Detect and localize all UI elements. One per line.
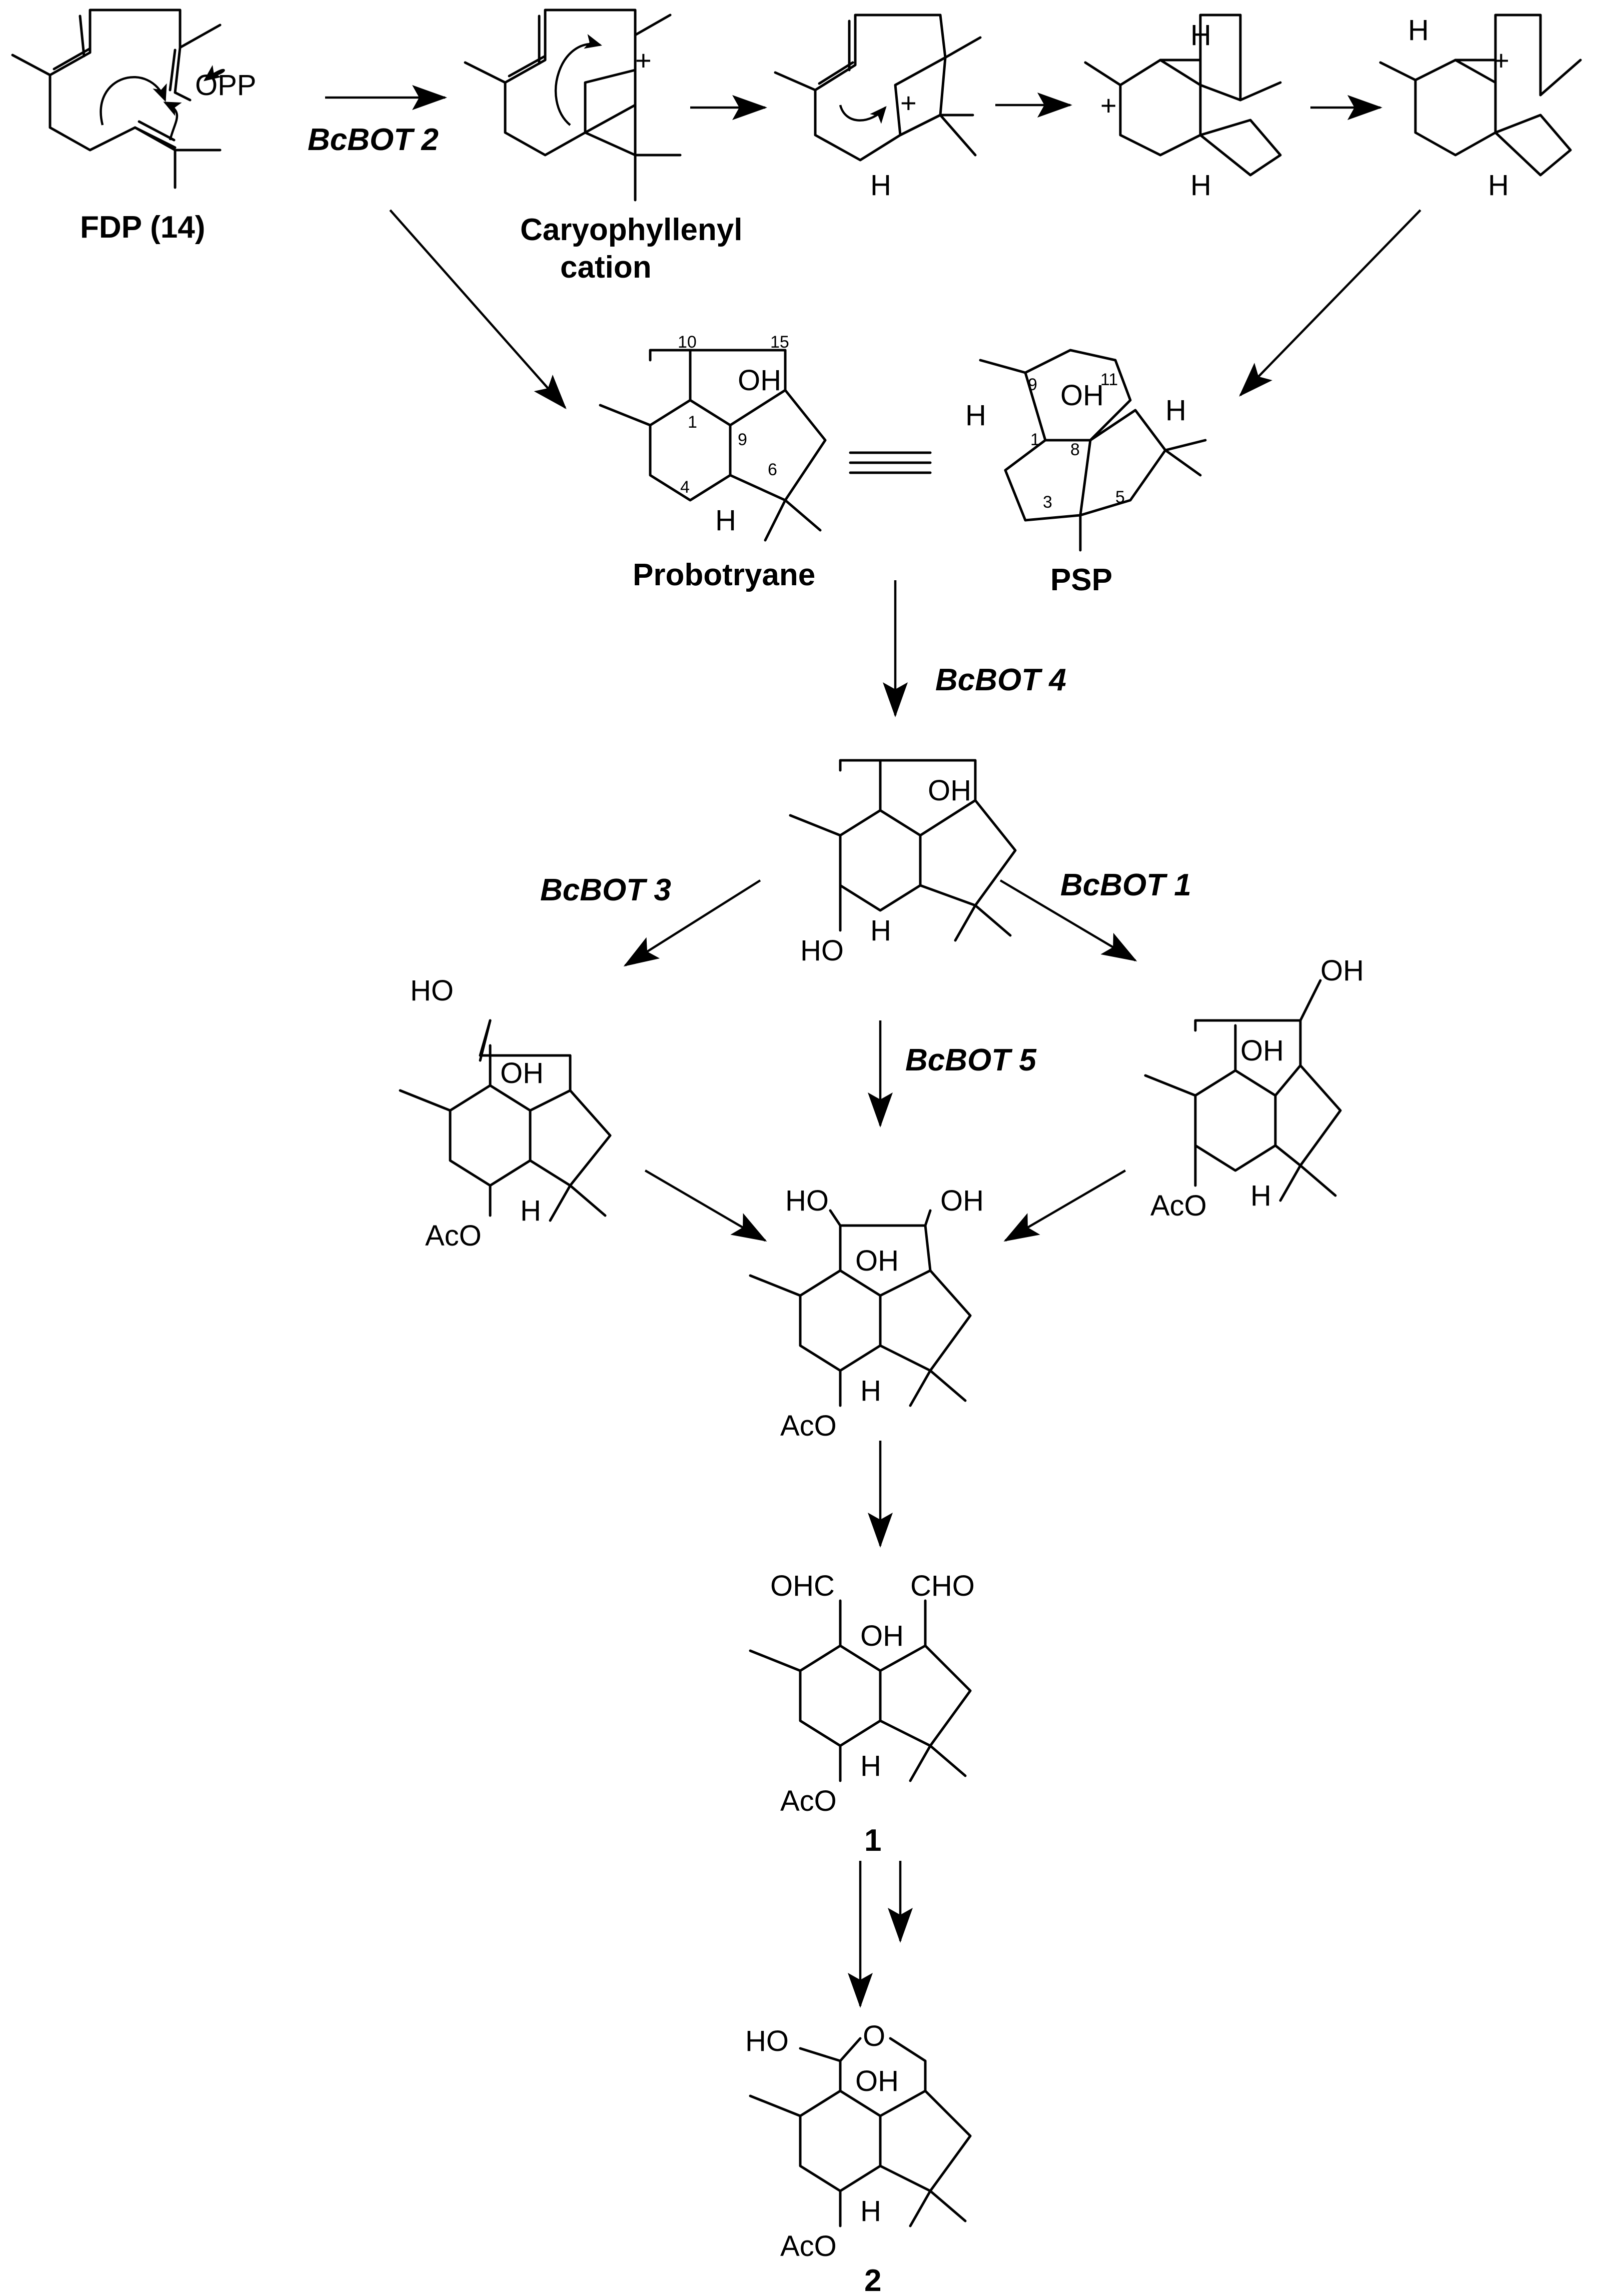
arrow-fdp-to-probotryane	[389, 209, 567, 409]
caryophyllenyl-charge: +	[635, 45, 652, 76]
bot3-h: H	[520, 1195, 541, 1227]
bot3-ho: HO	[410, 974, 454, 1007]
arrow-bot1-to-bot5	[1003, 1170, 1126, 1242]
psp-h-left: H	[965, 399, 986, 432]
bot5-aco: AcO	[780, 1410, 837, 1442]
caryophyllenyl-label-2: cation	[560, 250, 652, 285]
psp-oh: OH	[1060, 379, 1104, 412]
cation5-h-top: H	[1408, 14, 1429, 47]
molecule-caryophyllenyl-cation: + Caryophyllenyl cation	[464, 9, 742, 285]
molecule-bcbot1-product: OH OH AcO H	[1144, 954, 1364, 1222]
bot1-oh-top: OH	[1320, 954, 1364, 987]
molecule-compound1: OHC CHO OH AcO H 1	[749, 1570, 975, 1858]
arrow-to-bot3-product	[623, 879, 761, 967]
probotryane-h: H	[715, 504, 736, 537]
bot3-aco: AcO	[425, 1220, 482, 1252]
psp-label: PSP	[1050, 563, 1112, 597]
compound2-aco: AcO	[780, 2230, 837, 2262]
compound1-cho: CHO	[910, 1570, 975, 1602]
enzyme-bcbot4: BcBOT 4	[935, 663, 1066, 697]
molecule-compound2: HO O OH AcO H 2	[745, 2020, 972, 2296]
compound1-aco: AcO	[780, 1785, 837, 1817]
cation3-h: H	[870, 169, 891, 202]
cation5-h-bottom: H	[1488, 169, 1509, 202]
enzyme-bcbot3: BcBOT 3	[540, 873, 671, 907]
caryophyllenyl-label-1: Caryophyllenyl	[520, 213, 742, 247]
bot5-ho: HO	[785, 1185, 829, 1217]
enzyme-bcbot1: BcBOT 1	[1060, 868, 1191, 902]
probotryane-num-9: 9	[738, 430, 747, 449]
probotryane-label: Probotryane	[633, 558, 815, 592]
compound1-ohc: OHC	[770, 1570, 835, 1602]
probotryane-num-10: 10	[678, 333, 697, 352]
cation3-charge: +	[900, 87, 917, 119]
compound1-h: H	[860, 1750, 881, 1782]
psp-num-11: 11	[1100, 370, 1118, 389]
molecule-psp: OH H H 9 11 1 8 3 5 PSP	[965, 349, 1207, 597]
psp-num-3: 3	[1043, 493, 1052, 512]
bot1-oh: OH	[1240, 1034, 1284, 1067]
molecule-cation5: + H H	[1379, 14, 1582, 202]
fdp-label: FDP (14)	[80, 210, 205, 245]
triple-bar-icon	[849, 451, 932, 474]
bot3-oh: OH	[500, 1057, 544, 1089]
psp-num-9: 9	[1028, 375, 1037, 394]
psp-h-right: H	[1165, 394, 1186, 427]
compound1-oh: OH	[860, 1620, 904, 1652]
probotryane-num-6: 6	[768, 460, 777, 479]
bot4-oh: OH	[928, 774, 971, 807]
opp-label: OPP	[195, 69, 257, 102]
cation4-h-bottom: H	[1190, 169, 1211, 202]
cation5-charge: +	[1493, 45, 1509, 76]
enzyme-bcbot5: BcBOT 5	[905, 1043, 1037, 1077]
cation4-charge: +	[1100, 90, 1117, 121]
molecule-probotryane: OH H 10 15 1 9 4 6 Probotryane	[599, 333, 827, 592]
probotryane-num-1: 1	[688, 413, 697, 432]
compound2-label: 2	[864, 2263, 881, 2296]
compound2-ho: HO	[745, 2025, 789, 2057]
probotryane-oh: OH	[738, 364, 781, 397]
psp-num-5: 5	[1115, 488, 1125, 507]
compound2-o: O	[863, 2020, 885, 2052]
bot5-h: H	[860, 1375, 881, 1407]
compound2-h: H	[860, 2195, 881, 2227]
probotryane-num-4: 4	[680, 478, 690, 497]
bot5-oh: OH	[855, 1245, 899, 1277]
arrow-cation5-to-psp	[1239, 209, 1421, 397]
arrow-bot3-to-bot5	[644, 1170, 767, 1242]
psp-num-8: 8	[1070, 440, 1080, 459]
arrow-to-bot1-product	[999, 879, 1137, 962]
enzyme-bcbot2: BcBOT 2	[308, 123, 439, 157]
molecule-bcbot4-product: OH HO H	[789, 759, 1017, 967]
cation4-h-top: H	[1190, 19, 1211, 52]
compound2-oh: OH	[855, 2065, 899, 2097]
bot5-oh-right: OH	[940, 1185, 984, 1217]
molecule-fdp: OPP FDP (14)	[11, 9, 257, 245]
bot4-ho: HO	[800, 934, 844, 967]
molecule-cation4: + H H	[1084, 14, 1282, 202]
psp-num-1: 1	[1030, 430, 1040, 449]
bot4-h: H	[870, 914, 891, 947]
bot1-aco: AcO	[1150, 1190, 1207, 1222]
bot1-h: H	[1250, 1180, 1271, 1212]
molecule-bcbot5-product: HO OH OH AcO H	[749, 1185, 984, 1442]
molecule-bcbot3-product: HO OH AcO H	[399, 974, 612, 1252]
molecule-cation3: + H	[774, 14, 982, 202]
probotryane-num-15: 15	[770, 333, 789, 352]
compound1-label: 1	[864, 1823, 881, 1858]
